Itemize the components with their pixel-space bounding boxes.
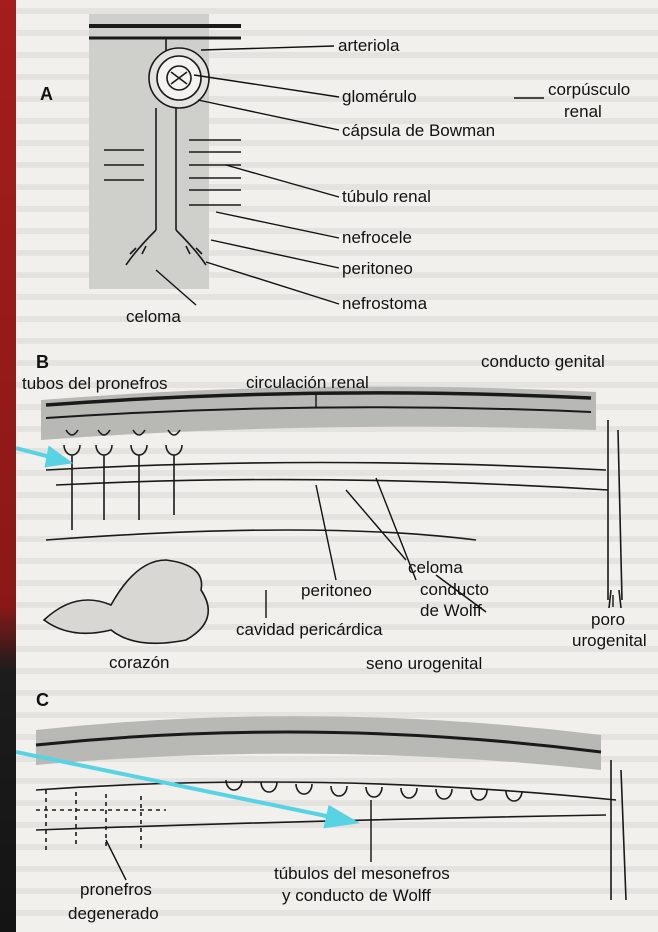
label-conducto-genital: conducto genital (481, 352, 605, 372)
label-conducto: conducto (420, 580, 489, 600)
label-degenerado: degenerado (68, 904, 159, 924)
label-capsula-bowman: cápsula de Bowman (342, 121, 495, 141)
panel-letter-a: A (40, 84, 53, 105)
label-celoma-b: celoma (408, 558, 463, 578)
label-peritoneo-a: peritoneo (342, 259, 413, 279)
label-urogenital: urogenital (572, 631, 647, 651)
label-glomerulo: glomérulo (342, 87, 417, 107)
embryology-figure (16, 0, 658, 932)
label-cavidad-pericardica: cavidad pericárdica (236, 620, 382, 640)
panel-letter-c: C (36, 690, 49, 711)
label-seno-urogenital: seno urogenital (366, 654, 482, 674)
label-celoma-a: celoma (126, 307, 181, 327)
label-poro: poro (591, 610, 625, 630)
label-peritoneo-b: peritoneo (301, 581, 372, 601)
textbook-page: A B C arteriola glomérulo corpúsculo ren… (16, 0, 658, 932)
label-nefrocele: nefrocele (342, 228, 412, 248)
label-renal: renal (564, 102, 602, 122)
label-de-wolff: de Wolff (420, 601, 482, 621)
label-tubos-pronefros: tubos del pronefros (22, 374, 168, 394)
label-circulacion-renal: circulación renal (246, 373, 369, 393)
label-pronefros: pronefros (80, 880, 152, 900)
panel-letter-b: B (36, 352, 49, 373)
label-tubulo-renal: túbulo renal (342, 187, 431, 207)
label-tubulos-mesonefros-line2: y conducto de Wolff (282, 886, 431, 906)
label-arteriola: arteriola (338, 36, 399, 56)
label-corpusculo: corpúsculo (548, 80, 630, 100)
label-corazon: corazón (109, 653, 169, 673)
label-nefrostoma: nefrostoma (342, 294, 427, 314)
label-tubulos-mesonefros-line1: túbulos del mesonefros (274, 864, 450, 884)
